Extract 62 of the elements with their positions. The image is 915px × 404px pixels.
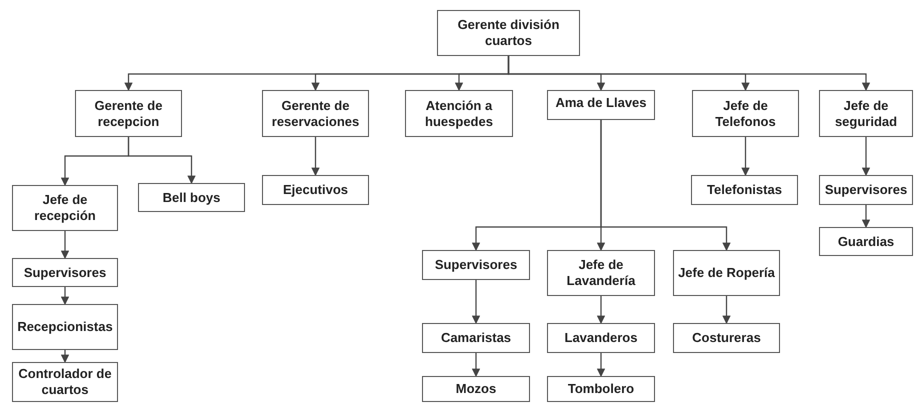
connector-arrow: [508, 56, 870, 92]
connector-arrow: [60, 350, 70, 364]
role-label: Tombolero: [568, 381, 634, 397]
role-label: Atención a huespedes: [424, 98, 494, 130]
org-box: [12, 185, 118, 231]
connector-arrow: [741, 137, 750, 176]
role-label: Costureras: [692, 330, 761, 346]
org-box: [547, 90, 655, 120]
org-box: [819, 175, 913, 205]
org-box: [422, 376, 530, 402]
role-label: Jefe de seguridad: [834, 98, 898, 130]
org-box: [819, 227, 913, 256]
org-box: [819, 90, 913, 137]
org-box: [547, 376, 655, 402]
role-label: Supervisores: [824, 182, 908, 198]
connector-arrow: [128, 137, 196, 184]
org-box: [673, 250, 780, 296]
org-box: [12, 304, 118, 350]
role-label: Mozos: [456, 381, 496, 397]
role-label: Jefe de Lavandería: [566, 257, 636, 289]
connector-arrow: [472, 280, 480, 324]
role-label: Supervisores: [24, 264, 106, 280]
role-label: Recepcionistas: [17, 319, 113, 335]
role-label: Ejecutivos: [282, 182, 348, 198]
org-box: [547, 323, 655, 353]
org-box: [422, 323, 530, 353]
role-label: Telefonistas: [707, 182, 782, 198]
role-label: Jefe de Telefonos: [714, 98, 777, 130]
role-label: Bell boys: [162, 190, 220, 206]
connector-arrow: [862, 137, 870, 176]
connector-arrow: [862, 205, 870, 228]
role-label: Lavanderos: [564, 330, 638, 346]
org-box: [138, 183, 245, 212]
org-box: [692, 90, 799, 137]
org-box: [673, 323, 780, 353]
org-box: [422, 250, 530, 280]
role-label: Jefe de recepción: [33, 192, 97, 224]
org-box: [691, 175, 798, 205]
role-label: Gerente división cuartos: [456, 17, 560, 49]
org-box: [405, 90, 513, 137]
connector-arrow: [600, 120, 731, 252]
org-box: [262, 90, 369, 137]
role-label: Camaristas: [440, 330, 512, 346]
org-box: [262, 175, 369, 205]
role-label: Gerente de reservaciones: [270, 98, 360, 130]
org-box: [75, 90, 182, 137]
role-label: Supervisores: [434, 257, 518, 273]
connector-arrow: [60, 287, 70, 306]
org-box: [12, 258, 118, 287]
role-label: Ama de Llaves: [555, 95, 647, 111]
role-label: Jefe de Ropería: [678, 265, 775, 281]
connector-arrow: [596, 353, 606, 378]
role-label: Guardias: [838, 234, 894, 250]
role-label: Gerente de recepcion: [94, 98, 164, 130]
org-box: [437, 10, 580, 56]
connector-arrow: [596, 296, 606, 324]
connector-arrow: [311, 137, 320, 176]
connector-arrow: [722, 296, 731, 324]
connector-arrow: [472, 353, 480, 378]
connector-arrow: [60, 231, 70, 260]
org-box: [547, 250, 655, 296]
role-label: Controlador de cuartos: [17, 366, 113, 398]
